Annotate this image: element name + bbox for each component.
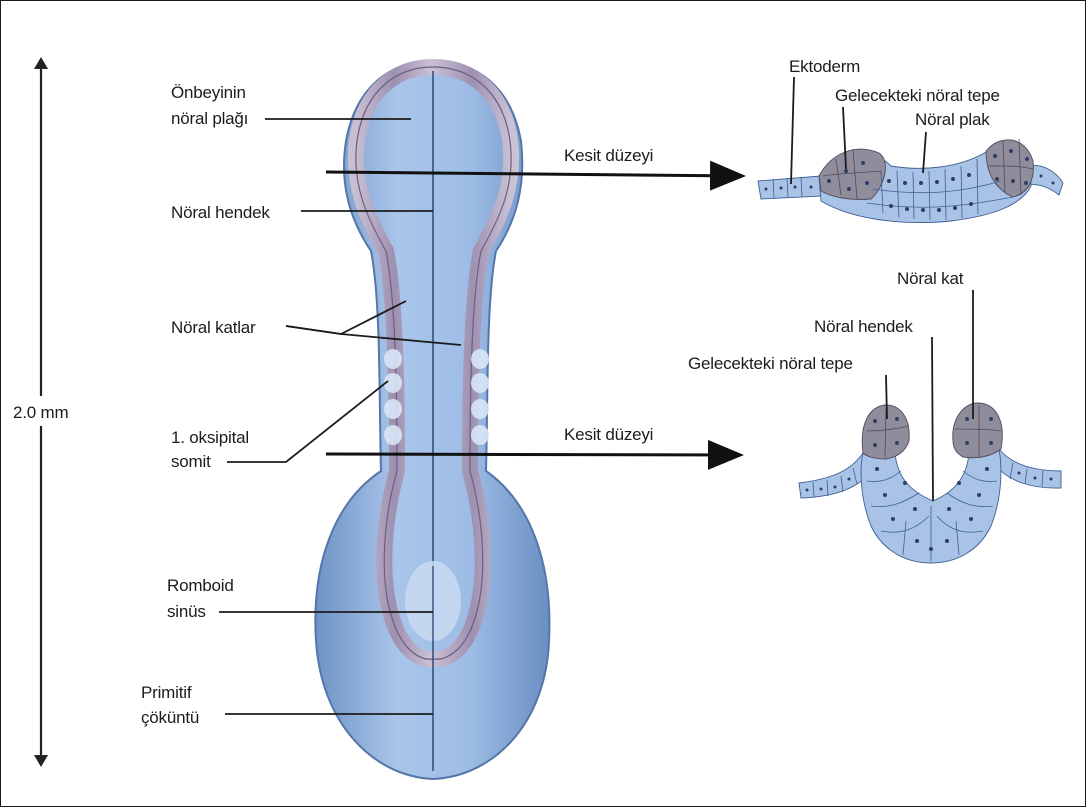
section-label-upper: Kesit düzeyi (564, 146, 653, 165)
label-neural-folds: Nöral katlar (171, 318, 256, 337)
leader-somite (227, 381, 388, 462)
scale-label: 2.0 mm (13, 403, 69, 422)
section-arrow-lower (326, 454, 741, 455)
label-ectoderm: Ektoderm (789, 57, 860, 76)
embryo-illustration (315, 61, 549, 779)
leader-ectoderm (791, 77, 794, 184)
label-neural-groove-lower: Nöral hendek (814, 317, 913, 336)
lower-cross-section (799, 403, 1061, 563)
label-future-crest-lower: Gelecekteki nöral tepe (688, 354, 853, 373)
leader-neural-groove-lower (932, 337, 933, 501)
label-primitive-2: çöküntü (141, 708, 199, 727)
label-somite-1: 1. oksipital (171, 428, 249, 447)
label-primitive-1: Primitif (141, 683, 192, 702)
label-rhomboid-1: Romboid (167, 576, 234, 595)
label-neural-fold: Nöral kat (897, 269, 964, 288)
label-forebrain-plate-1: Önbeyinin (171, 83, 246, 102)
label-forebrain-plate-2: nöral plağı (171, 109, 248, 128)
label-future-crest-upper: Gelecekteki nöral tepe (835, 86, 1000, 105)
crest-left (819, 149, 885, 199)
leader-neural-plate (923, 132, 926, 173)
upper-cross-section (758, 139, 1063, 223)
label-somite-2: somit (171, 452, 211, 471)
label-neural-plate: Nöral plak (915, 110, 990, 129)
leader-future-crest-lower (886, 375, 887, 419)
label-neural-groove: Nöral hendek (171, 203, 270, 222)
section-label-lower: Kesit düzeyi (564, 425, 653, 444)
label-rhomboid-2: sinüs (167, 602, 206, 621)
